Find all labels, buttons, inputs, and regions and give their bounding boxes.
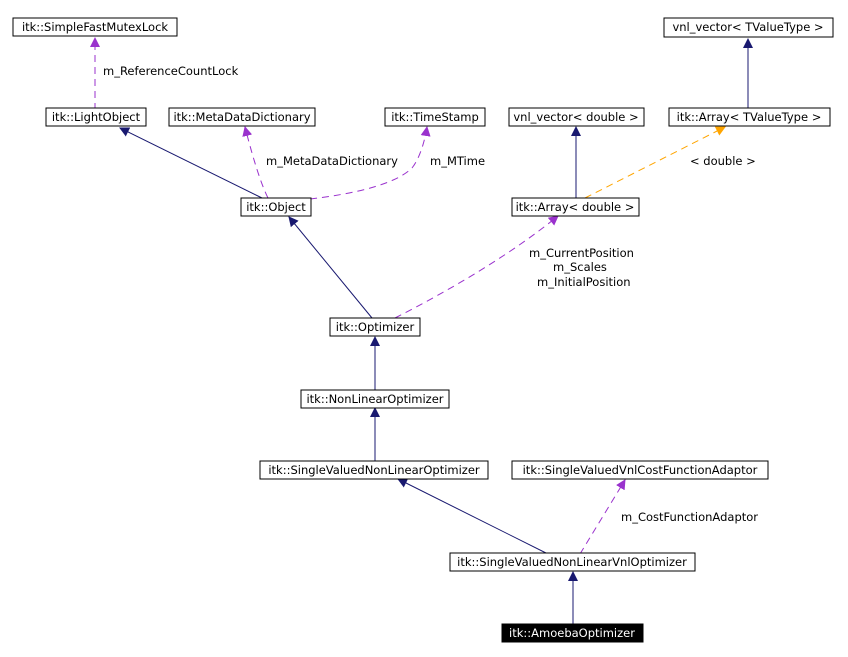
svg-text:itk::TimeStamp: itk::TimeStamp: [391, 110, 479, 124]
edge-label-mtime: m_MTime: [430, 154, 485, 168]
edge-label-initial-position: m_InitialPosition: [537, 275, 631, 289]
svg-text:itk::SingleValuedNonLinearOpti: itk::SingleValuedNonLinearOptimizer: [268, 463, 480, 477]
node-amoeba-optimizer[interactable]: itk::AmoebaOptimizer: [501, 623, 644, 643]
svg-text:itk::LightObject: itk::LightObject: [52, 110, 141, 124]
edge-optimizer-to-object: [288, 216, 373, 319]
node-time-stamp[interactable]: itk::TimeStamp: [384, 107, 486, 127]
node-non-linear-optimizer[interactable]: itk::NonLinearOptimizer: [300, 389, 450, 409]
svg-text:itk::SingleValuedNonLinearVnlO: itk::SingleValuedNonLinearVnlOptimizer: [457, 555, 687, 569]
node-light-object[interactable]: itk::LightObject: [45, 107, 147, 127]
svg-text:itk::NonLinearOptimizer: itk::NonLinearOptimizer: [306, 392, 443, 406]
svg-text:itk::AmoebaOptimizer: itk::AmoebaOptimizer: [509, 626, 635, 640]
node-simple-fast-mutex-lock[interactable]: itk::SimpleFastMutexLock: [12, 17, 178, 37]
node-object[interactable]: itk::Object: [240, 197, 312, 217]
node-array-tvaluetype[interactable]: itk::Array< TValueType >: [668, 107, 831, 127]
edge-template-double: [584, 126, 726, 199]
edge-array-members: [394, 215, 559, 319]
edge-object-to-light-object: [119, 127, 263, 199]
node-vnl-vector-double[interactable]: vnl_vector< double >: [508, 107, 645, 127]
node-single-valued-vnl-cost-function-adaptor[interactable]: itk::SingleValuedVnlCostFunctionAdaptor: [511, 460, 769, 480]
svg-text:itk::Object: itk::Object: [246, 200, 306, 214]
edge-meta-data-dictionary: [242, 126, 269, 199]
edge-mtime: [309, 126, 431, 200]
svg-text:itk::Array< double >: itk::Array< double >: [516, 200, 635, 214]
svg-text:itk::Array< TValueType >: itk::Array< TValueType >: [677, 110, 822, 124]
node-meta-data-dictionary[interactable]: itk::MetaDataDictionary: [168, 107, 316, 127]
edge-label-current-position: m_CurrentPosition: [529, 246, 634, 260]
svg-text:itk::SimpleFastMutexLock: itk::SimpleFastMutexLock: [22, 20, 168, 34]
node-single-valued-non-linear-optimizer[interactable]: itk::SingleValuedNonLinearOptimizer: [259, 460, 489, 480]
svg-text:itk::MetaDataDictionary: itk::MetaDataDictionary: [173, 110, 310, 124]
svg-text:vnl_vector< double >: vnl_vector< double >: [513, 110, 638, 124]
edge-label-meta-data-dictionary: m_MetaDataDictionary: [266, 154, 398, 168]
node-single-valued-non-linear-vnl-optimizer[interactable]: itk::SingleValuedNonLinearVnlOptimizer: [449, 552, 696, 572]
edge-cost-function-adaptor: [579, 479, 626, 555]
svg-text:itk::SingleValuedVnlCostFuncti: itk::SingleValuedVnlCostFunctionAdaptor: [523, 463, 758, 477]
edge-label-template-double: < double >: [690, 154, 756, 168]
edge-vnl-optimizer-to-single-valued: [397, 478, 549, 555]
node-vnl-vector-tvaluetype[interactable]: vnl_vector< TValueType >: [663, 17, 834, 38]
svg-text:vnl_vector< TValueType >: vnl_vector< TValueType >: [672, 20, 823, 34]
node-array-double[interactable]: itk::Array< double >: [511, 197, 640, 217]
edge-label-reference-count-lock: m_ReferenceCountLock: [103, 64, 239, 78]
edge-label-cost-function-adaptor: m_CostFunctionAdaptor: [621, 510, 758, 524]
svg-text:itk::Optimizer: itk::Optimizer: [336, 320, 415, 334]
edge-label-scales: m_Scales: [553, 260, 607, 274]
node-optimizer[interactable]: itk::Optimizer: [329, 317, 421, 337]
